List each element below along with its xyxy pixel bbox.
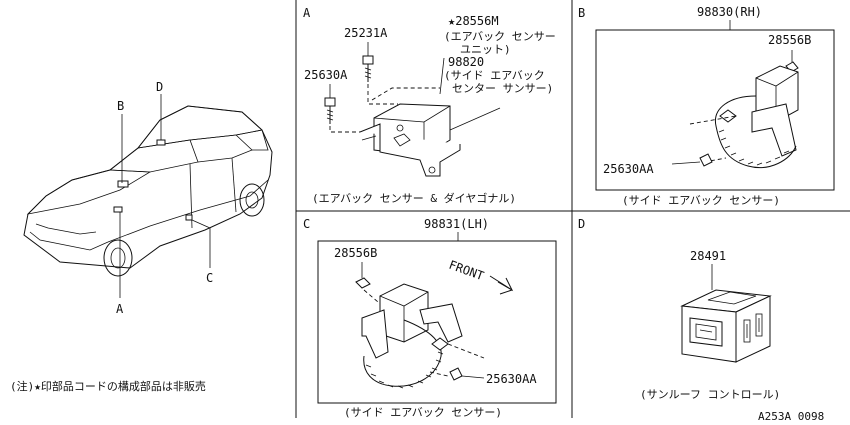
side-sensor-lh-drawing — [355, 262, 514, 389]
diag-desc-2: センター サンサー) — [452, 82, 553, 95]
sunroof-control-drawing — [680, 289, 772, 363]
panel-c-box — [317, 240, 557, 404]
front-label: FRONT — [447, 258, 486, 284]
unit-desc-2: ユニット) — [460, 43, 511, 56]
note-text: (注)★印部品コードの構成部品は非販売 — [10, 379, 206, 393]
part-98820: 98820 — [448, 55, 484, 69]
part-28556b-rh: 28556B — [768, 33, 811, 47]
car-label-b: B — [117, 99, 124, 113]
part-98831: 98831(LH) — [424, 217, 489, 231]
marker-a — [113, 206, 123, 213]
panel-b-letter: B — [578, 6, 585, 20]
panel-c-caption: (サイド エアバック センサー) — [344, 406, 502, 419]
marker-c — [185, 214, 193, 221]
part-98830: 98830(RH) — [697, 5, 762, 19]
part-28491: 28491 — [690, 249, 726, 263]
panel-a-letter: A — [303, 6, 311, 20]
panel-c-letter: C — [303, 217, 310, 231]
unit-desc-1: (エアバック センサー — [444, 30, 556, 43]
part-25630aa-lh: 25630AA — [486, 372, 537, 386]
side-sensor-rh-drawing — [671, 50, 799, 168]
part-28556m: ★28556M — [448, 14, 499, 28]
part-25231a: 25231A — [344, 26, 388, 40]
car-label-a: A — [116, 302, 124, 316]
car-illustration — [23, 94, 273, 298]
diag-desc-1: (サイド エアバック — [444, 69, 545, 82]
panel-b-caption: (サイド エアバック センサー) — [622, 194, 780, 207]
part-25630aa-rh: 25630AA — [603, 162, 654, 176]
marker-b — [117, 180, 129, 188]
marker-d — [156, 139, 166, 146]
airbag-sensor-unit-drawing — [324, 42, 501, 177]
panel-d-letter: D — [578, 217, 585, 231]
panel-frame — [295, 0, 850, 418]
panel-d-caption: (サンルーフ コントロール) — [640, 388, 780, 401]
car-label-c: C — [206, 271, 213, 285]
part-28556b-lh: 28556B — [334, 246, 377, 260]
reference-code: A253A 0098 — [758, 410, 824, 423]
car-label-d: D — [156, 80, 163, 94]
panel-b-box — [595, 29, 835, 191]
panel-a-caption: (エアバック センサー & ダイヤゴナル) — [312, 191, 516, 205]
part-25630a: 25630A — [304, 68, 348, 82]
